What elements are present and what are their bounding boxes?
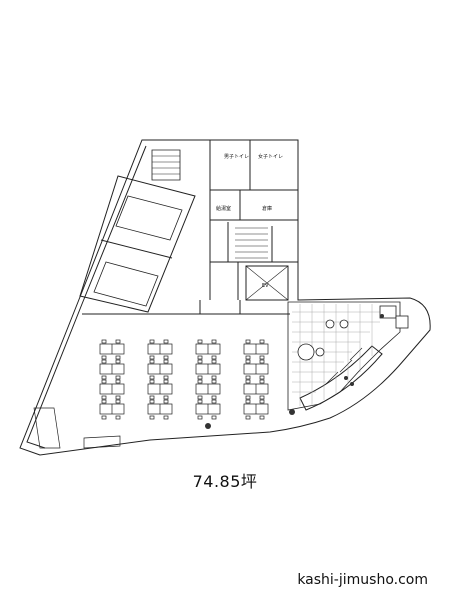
storage-room-label: 倉庫 xyxy=(262,205,272,212)
chair xyxy=(149,415,155,420)
chair xyxy=(245,339,251,344)
chair xyxy=(115,395,121,400)
chair xyxy=(259,415,265,420)
chair xyxy=(115,375,121,380)
chair xyxy=(259,375,265,380)
chair xyxy=(163,359,169,364)
chair xyxy=(163,375,169,380)
chair xyxy=(245,355,251,360)
chair xyxy=(197,339,203,344)
elevator-label: EV xyxy=(262,283,269,289)
utility-room-label: 給湯室 xyxy=(216,205,231,212)
chair xyxy=(115,379,121,384)
chair xyxy=(211,355,217,360)
chair xyxy=(245,415,251,420)
chair xyxy=(101,359,107,364)
chair xyxy=(259,339,265,344)
chair xyxy=(101,379,107,384)
chair xyxy=(101,339,107,344)
chair xyxy=(149,355,155,360)
chair xyxy=(149,395,155,400)
chair xyxy=(197,375,203,380)
chair xyxy=(149,359,155,364)
chair xyxy=(101,395,107,400)
building-outline xyxy=(19,139,431,456)
chair xyxy=(101,355,107,360)
chair xyxy=(211,359,217,364)
chair xyxy=(149,375,155,380)
womens-toilet-label: 女子トイレ xyxy=(258,153,283,160)
chair xyxy=(259,379,265,384)
chair xyxy=(163,355,169,360)
chair xyxy=(101,399,107,404)
chair xyxy=(101,375,107,380)
chair xyxy=(245,359,251,364)
chair xyxy=(259,395,265,400)
chair xyxy=(197,415,203,420)
chair xyxy=(259,359,265,364)
chair xyxy=(149,339,155,344)
chair xyxy=(197,355,203,360)
chair xyxy=(149,379,155,384)
chair xyxy=(197,379,203,384)
chair xyxy=(245,375,251,380)
chair xyxy=(115,359,121,364)
chair xyxy=(115,415,121,420)
chair xyxy=(245,395,251,400)
chair xyxy=(211,415,217,420)
chair xyxy=(163,395,169,400)
chair xyxy=(211,399,217,404)
chair xyxy=(163,399,169,404)
chair xyxy=(115,355,121,360)
chair xyxy=(259,399,265,404)
chair xyxy=(163,379,169,384)
watermark-text: kashi-jimusho.com xyxy=(297,572,428,588)
chair xyxy=(149,399,155,404)
chair xyxy=(197,359,203,364)
chair xyxy=(259,355,265,360)
chair xyxy=(163,415,169,420)
chair xyxy=(245,399,251,404)
mens-toilet-label: 男子トイレ xyxy=(224,153,249,160)
chair xyxy=(211,379,217,384)
chair xyxy=(197,395,203,400)
chair xyxy=(245,379,251,384)
chair xyxy=(115,399,121,404)
chair xyxy=(115,339,121,344)
chair xyxy=(211,339,217,344)
floor-area-label: 74.85坪 xyxy=(192,472,258,491)
chair xyxy=(211,375,217,380)
chair xyxy=(163,339,169,344)
chair xyxy=(211,395,217,400)
chair xyxy=(101,415,107,420)
chair xyxy=(197,399,203,404)
